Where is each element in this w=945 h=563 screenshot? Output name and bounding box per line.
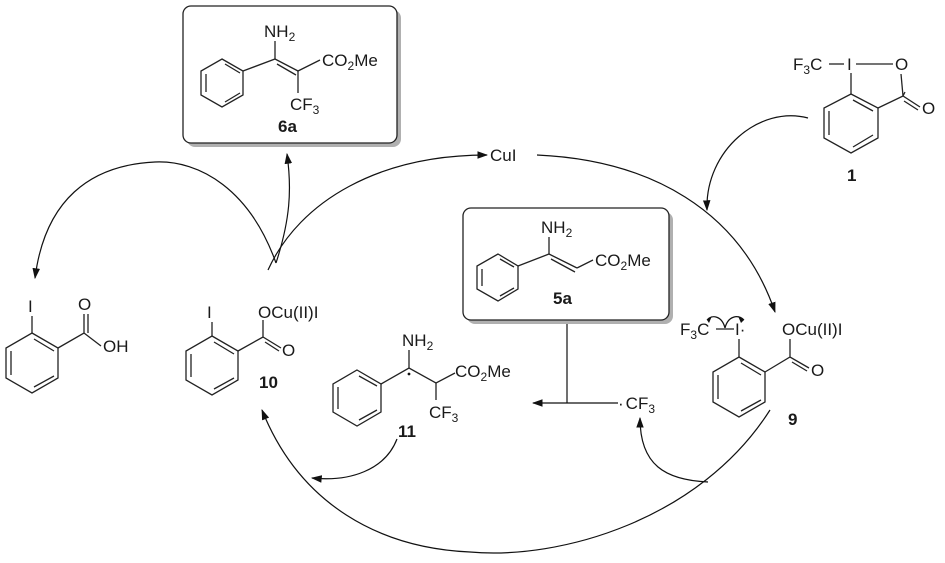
svg-text:NH2: NH2 [541,218,573,240]
svg-text:CO2Me: CO2Me [595,251,651,273]
compound-label-9: 9 [788,410,797,429]
compound-11: NH2 CO2Me CF3 11 [332,331,511,441]
compound-label-6a: 6a [278,117,297,136]
svg-text:O: O [78,295,91,314]
svg-text:OH: OH [103,337,129,356]
svg-text:CF3: CF3 [290,95,320,117]
compound-label-10: 10 [259,373,278,392]
svg-text:F3C: F3C [680,320,709,342]
arrow-9-to-10 [261,408,771,554]
arrow-1-joins [702,115,809,212]
compound-2-iodobenzoic-acid: I O OH [5,295,129,394]
svg-text:OCu(II)I: OCu(II)I [258,303,318,322]
fishhook-arrow-right [724,316,745,329]
arrow-10-to-acid [32,161,277,280]
svg-text:I: I [28,297,33,316]
compound-label-5a: 5a [553,289,572,308]
arrow-11-joins [310,438,398,483]
compound-label-1: 1 [847,166,856,185]
svg-text:OCu(II)I: OCu(II)I [782,320,842,339]
compound-5a: NH2 CO2Me 5a [462,207,673,324]
arrow-10-to-6a [275,152,293,264]
svg-text:NH2: NH2 [264,22,296,44]
compound-10: I OCu(II)I O 10 [185,303,318,396]
catalyst-cui: CuI [490,146,516,165]
arrow-cui-to-9 [536,154,776,314]
svg-text:CO2Me: CO2Me [455,362,511,384]
svg-text:CO2Me: CO2Me [322,51,378,73]
svg-text:O: O [282,341,295,360]
svg-text:O: O [811,361,824,380]
arrow-10-to-cui [267,151,489,271]
arrow-9-to-cf3 [636,416,709,483]
cf3-radical: ·CF3 [618,394,655,416]
compound-label-11: 11 [398,422,416,441]
svg-text:O: O [895,55,908,74]
svg-text:I: I [207,303,212,322]
cycle-arrows [32,115,809,554]
compound-9: F3C I· OCu(II)I O 9 [680,316,842,429]
compound-1: F3C I O O 1 [793,55,935,185]
fishhook-arrow-left [706,316,726,329]
compound-6a: NH2 CO2Me CF3 6a [182,5,401,147]
svg-text:F3C: F3C [793,55,822,77]
svg-text:I: I [847,55,852,74]
svg-text:CF3: CF3 [429,403,459,425]
svg-text:NH2: NH2 [402,331,434,353]
svg-text:O: O [922,99,935,118]
svg-text:I·: I· [735,320,745,339]
